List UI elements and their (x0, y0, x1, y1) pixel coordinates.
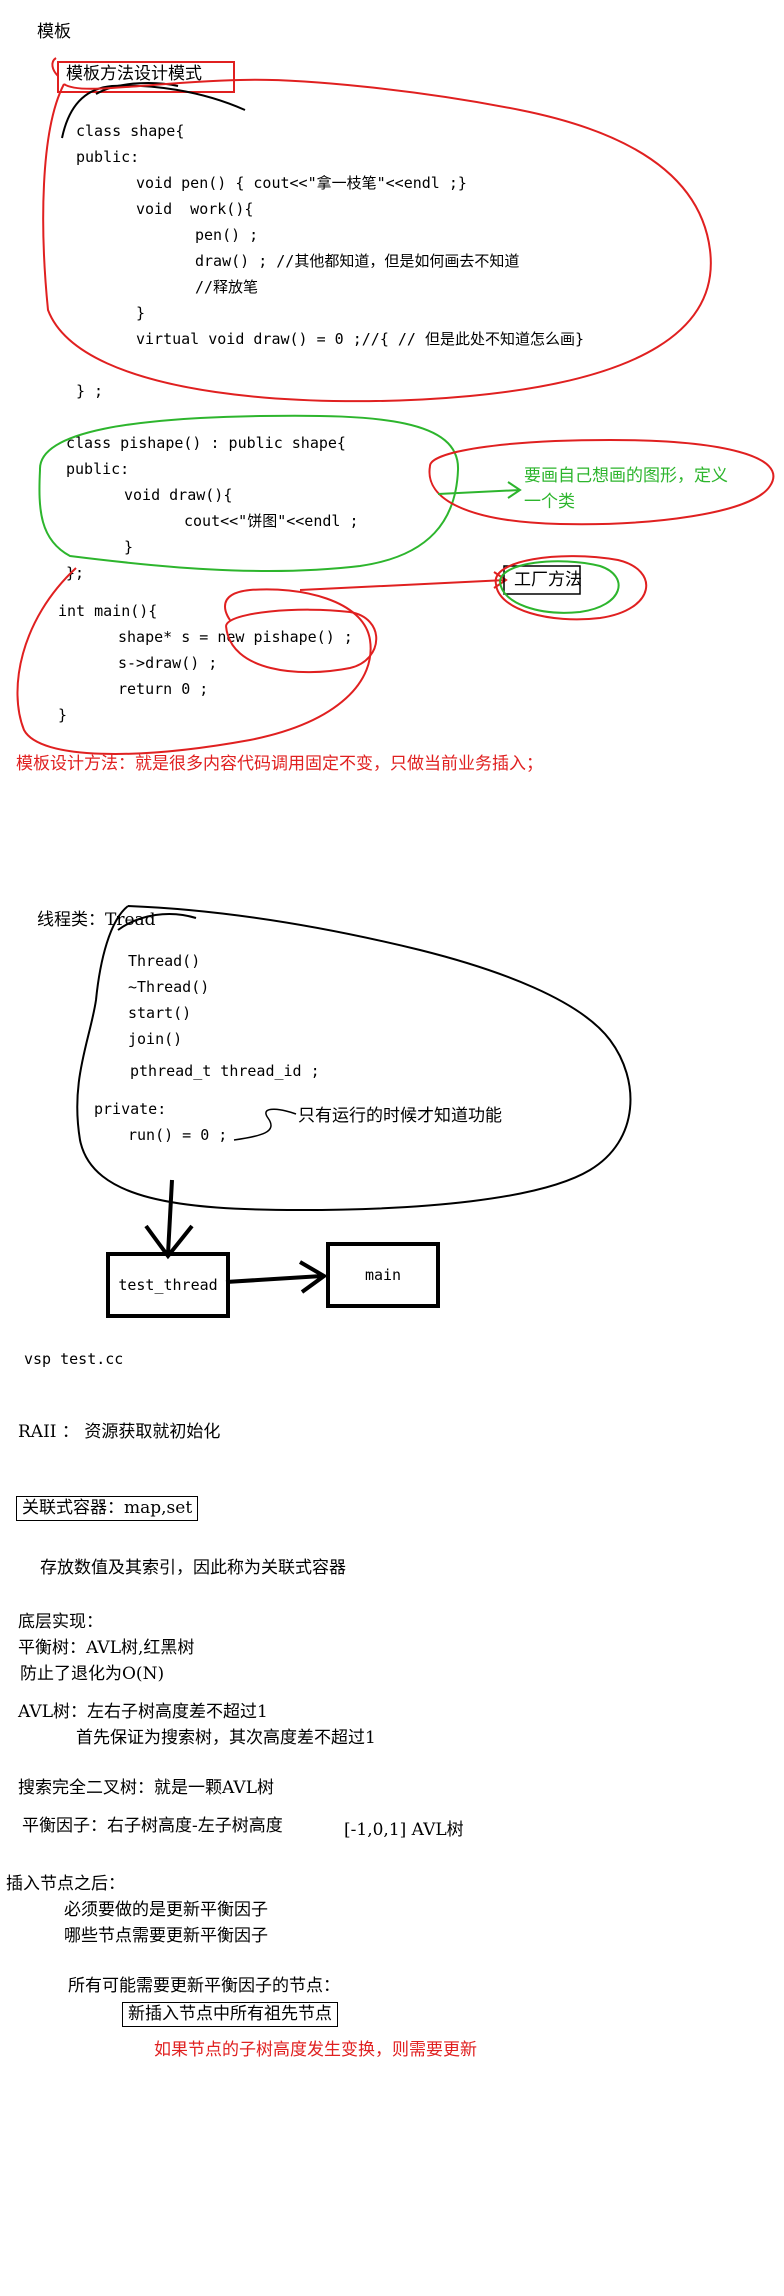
black-arrow-right (225, 1260, 328, 1294)
code-line: } (124, 538, 134, 556)
thread-member: Thread() (128, 952, 201, 970)
box-test-thread-label: test_thread (118, 1276, 218, 1294)
code-line: } (58, 706, 68, 724)
code-line: //释放笔 (195, 278, 259, 296)
code-line: }; (66, 564, 85, 582)
assoc-desc: 存放数值及其索引，因此称为关联式容器 (40, 1558, 346, 1578)
code-line: shape* s = new pishape() ; (118, 628, 353, 646)
code-line: public: (76, 148, 140, 166)
code-line: s->draw() ; (118, 654, 218, 672)
box-test-thread: test_thread (106, 1252, 230, 1318)
after-insert-heading: 插入节点之后： (6, 1874, 125, 1894)
code-line: draw() ; //其他都知道，但是如何画去不知道 (195, 252, 520, 270)
raii-note: RAII ： 资源获取就初始化 (18, 1422, 221, 1442)
black-arrow-down (144, 1179, 194, 1260)
all-nodes-note: 所有可能需要更新平衡因子的节点： (68, 1976, 340, 1996)
thread-member: ~Thread() (128, 978, 210, 996)
code-line: public: (66, 460, 130, 478)
code-line: void work(){ (136, 200, 254, 218)
search-tree-note: 搜索完全二叉树：就是一颗AVL树 (18, 1778, 274, 1798)
impl-heading: 底层实现： (18, 1612, 103, 1632)
code-line: void draw(){ (124, 486, 233, 504)
run-note: 只有运行的时候才知道功能 (298, 1106, 502, 1126)
annotation-draw-own-shape: 要画自己想画的图形，定义 (524, 466, 728, 486)
code-line: void pen() { cout<<"拿一枝笔"<<endl ;} (136, 174, 467, 192)
template-summary: 模板设计方法：就是很多内容代码调用固定不变，只做当前业务插入； (16, 754, 543, 774)
update-condition: 如果节点的子树高度发生变换，则需要更新 (154, 2040, 477, 2060)
prevent-degenerate: 防止了退化为O(N) (20, 1664, 165, 1684)
vsp-command: vsp test.cc (24, 1350, 124, 1368)
subheading-template-method: 模板方法设计模式 (66, 64, 202, 84)
avl-definition: AVL树：左右子树高度差不超过1 (18, 1702, 268, 1722)
code-line: class pishape() : public shape{ (66, 434, 346, 452)
thread-member: join() (128, 1030, 183, 1048)
balanced-tree: 平衡树：AVL树,红黑树 (18, 1638, 195, 1658)
black-scribble (95, 82, 179, 95)
red-subheading-stroke (51, 57, 59, 77)
thread-member: pthread_t thread_id ; (130, 1062, 320, 1080)
balance-factor-note: 平衡因子：右子树高度-左子树高度 (22, 1816, 283, 1836)
must-update-note: 必须要做的是更新平衡因子 (64, 1900, 268, 1920)
section-heading-template: 模板 (37, 22, 71, 42)
which-nodes-note: 哪些节点需要更新平衡因子 (64, 1926, 268, 1946)
box-main-label: main (364, 1266, 402, 1284)
balance-range: [-1,0,1] AVL树 (344, 1820, 464, 1840)
code-line: pen() ; (195, 226, 259, 244)
private-label: private: (94, 1100, 167, 1118)
annotation-draw-own-shape-cont: 一个类 (524, 492, 575, 512)
code-line: return 0 ; (118, 680, 209, 698)
code-line: cout<<"饼图"<<endl ; (184, 512, 359, 530)
thread-member: start() (128, 1004, 192, 1022)
thread-class-heading: 线程类：Tread (37, 910, 156, 930)
code-line: virtual void draw() = 0 ;//{ // 但是此处不知道怎… (136, 330, 585, 348)
assoc-container-heading: 关联式容器：map,set (16, 1496, 199, 1521)
box-main: main (326, 1242, 440, 1308)
code-line: int main(){ (58, 602, 158, 620)
red-arrow-factory (299, 571, 508, 591)
avl-definition-2: 首先保证为搜索树，其次高度差不超过1 (76, 1728, 376, 1748)
black-arrow-run (233, 1108, 297, 1141)
code-line: class shape{ (76, 122, 185, 140)
run-method: run() = 0 ; (128, 1126, 228, 1144)
code-line: } (136, 304, 146, 322)
ancestors-note: 新插入节点中所有祖先节点 (122, 2002, 338, 2027)
code-line: } ; (76, 382, 104, 400)
annotation-factory-method: 工厂方法 (514, 570, 582, 590)
green-arrow (437, 481, 522, 499)
